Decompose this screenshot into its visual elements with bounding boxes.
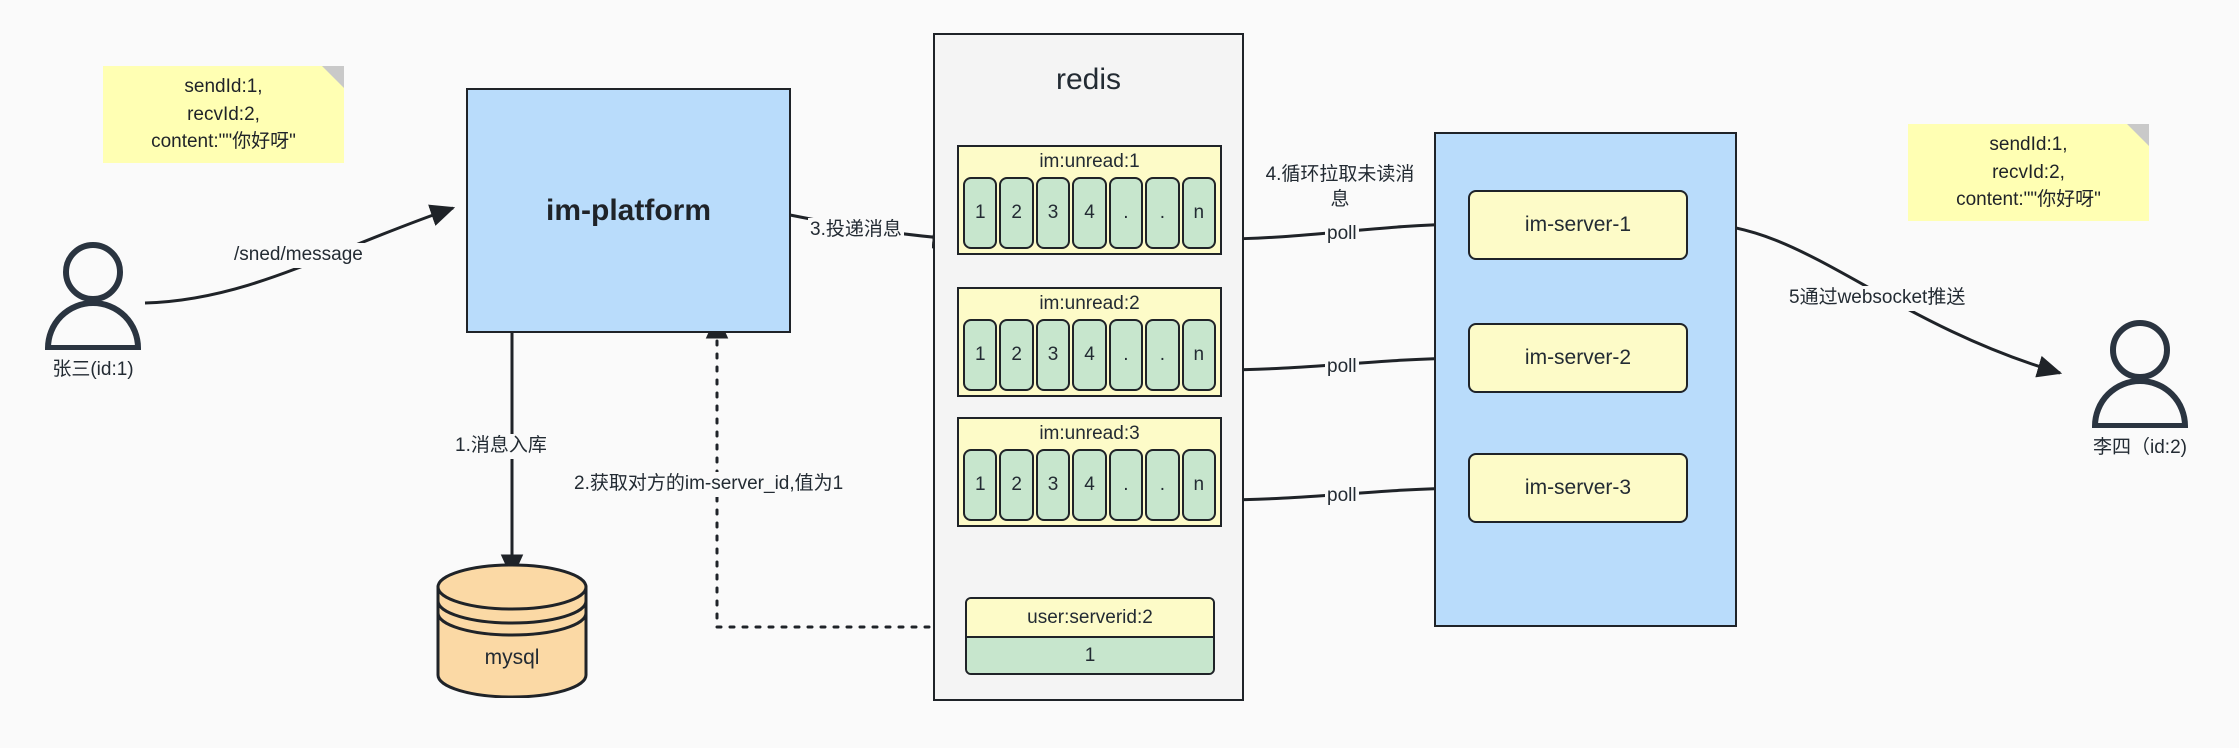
redis-user-serverid-key: user:serverid:2 [967, 599, 1213, 636]
im-server-3-box[interactable]: im-server-3 [1468, 453, 1688, 523]
redis-unread-group-3[interactable]: im:unread:3 1 2 3 4 . . n [957, 417, 1222, 527]
note-left-message: sendId:1, recvId:2, content:""你好呀" [103, 66, 344, 163]
redis-cells-2: 1 2 3 4 . . n [959, 319, 1220, 391]
redis-cells-3: 1 2 3 4 . . n [959, 449, 1220, 521]
edge-label-poll-1: poll [1325, 222, 1359, 247]
actor-sender-caption: 张三(id:1) [52, 359, 134, 380]
im-server-1-label: im-server-1 [1524, 213, 1632, 236]
redis-cell: 1 [963, 319, 998, 391]
im-server-2-box[interactable]: im-server-2 [1468, 323, 1688, 393]
im-server-3-label: im-server-3 [1524, 476, 1632, 499]
edge-label-step4: 4.循环拉取未读消 息 [1258, 163, 1422, 213]
im-platform-label: im-platform [546, 193, 711, 227]
redis-title: redis [1055, 63, 1122, 96]
redis-cell: . [1108, 319, 1144, 391]
redis-unread-key-1: im:unread:1 [1039, 151, 1140, 172]
redis-cell: 4 [1072, 449, 1107, 521]
note-fold-icon [322, 66, 344, 88]
redis-unread-group-1[interactable]: im:unread:1 1 2 3 4 . . n [957, 145, 1222, 255]
edge-label-poll-2: poll [1325, 355, 1359, 380]
redis-cell: 3 [1035, 449, 1071, 521]
edge-label-step2: 2.获取对方的im-server_id,值为1 [572, 472, 846, 497]
redis-container: redis im:unread:1 1 2 3 4 . . n im:unrea… [933, 33, 1244, 701]
redis-cell: 3 [1035, 177, 1071, 249]
redis-cells-1: 1 2 3 4 . . n [959, 177, 1220, 249]
redis-user-serverid-value: 1 [967, 636, 1213, 673]
edge-label-step1: 1.消息入库 [453, 434, 549, 459]
actor-receiver-caption: 李四（id:2) [2093, 437, 2187, 458]
redis-cell: 3 [1035, 319, 1071, 391]
redis-cell: . [1145, 177, 1180, 249]
mysql-database[interactable]: mysql [432, 563, 592, 699]
database-cylinder-icon [436, 563, 588, 699]
actor-receiver: 李四（id:2) [2075, 318, 2205, 459]
edge-label-step5: 5通过websocket推送 [1787, 286, 1968, 311]
redis-cell: 2 [999, 319, 1034, 391]
person-icon [2091, 320, 2189, 428]
redis-unread-key-2: im:unread:2 [1039, 293, 1140, 314]
redis-cell: 1 [963, 177, 998, 249]
redis-cell: n [1181, 319, 1216, 391]
edge-label-poll-3: poll [1325, 484, 1359, 509]
redis-cell: . [1108, 449, 1144, 521]
redis-cell: 2 [999, 177, 1034, 249]
mysql-label: mysql [484, 646, 540, 669]
note-right-text: sendId:1, recvId:2, content:""你好呀" [1956, 134, 2101, 211]
note-right-message: sendId:1, recvId:2, content:""你好呀" [1908, 124, 2149, 221]
redis-unread-key-3: im:unread:3 [1039, 423, 1140, 444]
redis-cell: 1 [963, 449, 998, 521]
note-fold-icon [2127, 124, 2149, 146]
redis-cell: . [1145, 319, 1180, 391]
redis-cell: 2 [999, 449, 1034, 521]
person-icon [44, 242, 142, 350]
edge-label-step3: 3.投递消息 [808, 218, 904, 243]
actor-sender: 张三(id:1) [28, 240, 158, 381]
redis-cell: . [1145, 449, 1180, 521]
redis-user-serverid-entry[interactable]: user:serverid:2 1 [965, 597, 1215, 675]
redis-cell: 4 [1072, 177, 1107, 249]
redis-cell: . [1108, 177, 1144, 249]
im-server-2-label: im-server-2 [1524, 346, 1632, 369]
redis-unread-group-2[interactable]: im:unread:2 1 2 3 4 . . n [957, 287, 1222, 397]
redis-cell: n [1181, 449, 1216, 521]
im-server-1-box[interactable]: im-server-1 [1468, 190, 1688, 260]
note-left-text: sendId:1, recvId:2, content:""你好呀" [151, 76, 296, 153]
redis-cell: 4 [1072, 319, 1107, 391]
im-platform-box[interactable]: im-platform [466, 88, 791, 333]
edge-label-send-message: /sned/message [232, 243, 365, 268]
redis-cell: n [1181, 177, 1216, 249]
